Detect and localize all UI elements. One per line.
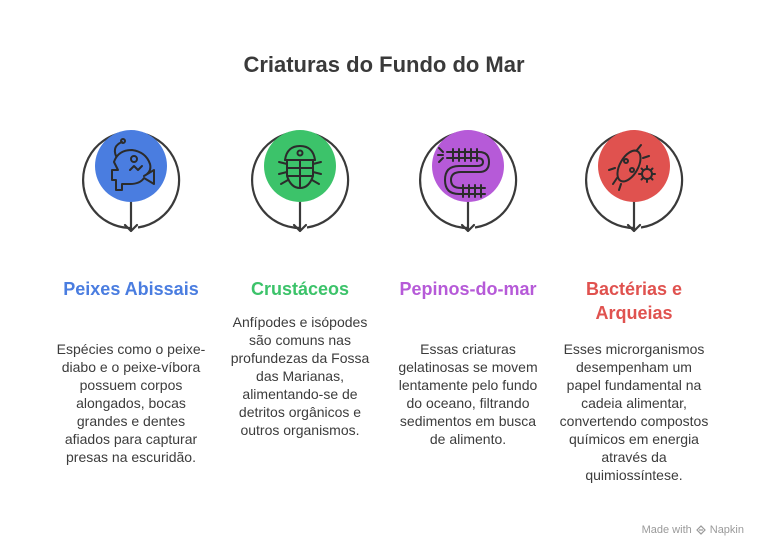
description-abyssal-fish: Espécies como o peixe-diabo e o peixe-ví… bbox=[56, 341, 206, 465]
description-crustaceans: Anfípodes e isópodes são comuns nas prof… bbox=[230, 314, 370, 438]
heading-crustaceans: Crustáceos bbox=[250, 279, 350, 299]
anglerfish-icon bbox=[111, 138, 155, 191]
bacteria-icon bbox=[608, 144, 656, 191]
made-with-napkin-badge[interactable]: Made with Napkin bbox=[642, 524, 744, 536]
crustaceans-marker bbox=[225, 118, 375, 240]
description-sea-cucumbers: Essas criaturas gelatinosas se movem len… bbox=[398, 341, 538, 447]
description-bacteria-archaea: Esses microrganismos desempenham um pape… bbox=[559, 341, 709, 483]
page-title: Criaturas do Fundo do Mar bbox=[243, 52, 525, 77]
creature-column-abyssal-fish: Peixes Abissais Espécies como o peixe-di… bbox=[56, 0, 206, 552]
napkin-brand-label: Napkin bbox=[709, 524, 744, 536]
heading-abyssal-fish: Peixes Abissais bbox=[63, 279, 199, 299]
creature-column-crustaceans: Crustáceos Anfípodes e isópodes são comu… bbox=[225, 0, 375, 552]
bacteria-archaea-marker bbox=[559, 118, 709, 240]
sea-cucumbers-marker bbox=[393, 118, 543, 240]
heading-sea-cucumbers: Pepinos-do-mar bbox=[399, 279, 537, 299]
napkin-logo-icon bbox=[695, 525, 706, 535]
heading-bacteria-archaea: Bactérias e Arqueias bbox=[585, 279, 683, 323]
made-with-label: Made with bbox=[641, 524, 692, 536]
creature-column-sea-cucumbers: Pepinos-do-mar Essas criaturas gelatinos… bbox=[393, 0, 543, 552]
creature-column-bacteria-archaea: Bactérias e Arqueias Esses microrganismo… bbox=[559, 0, 709, 552]
abyssal-fish-marker bbox=[56, 118, 206, 240]
sea-cucumber-icon bbox=[437, 147, 490, 198]
isopod-icon bbox=[278, 145, 322, 189]
